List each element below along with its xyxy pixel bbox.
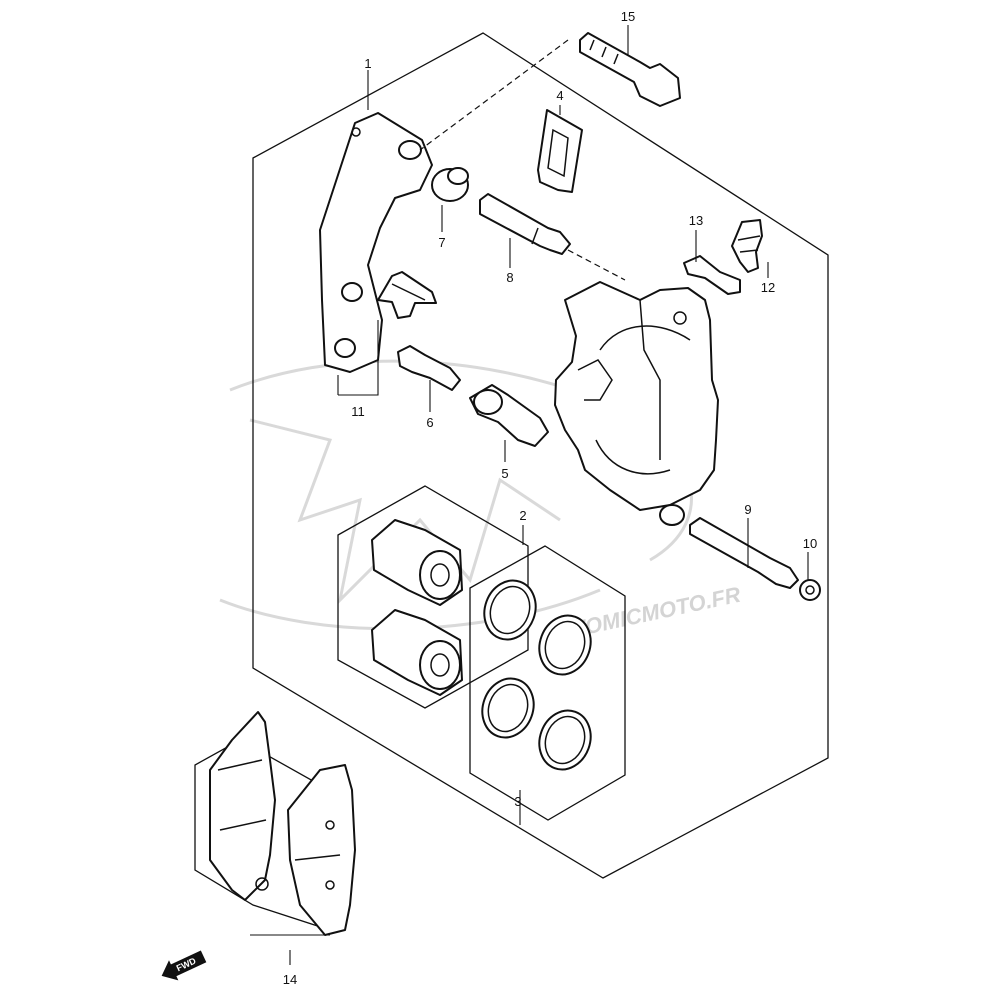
pad-retainer-clip (537, 109, 583, 193)
callout-5: 5 (501, 466, 508, 481)
bleeder-valve (731, 219, 763, 273)
callout-12: 12 (761, 280, 775, 295)
callouts: 1 2 3 4 5 6 7 8 9 10 11 12 13 14 15 (283, 9, 817, 987)
callout-13: 13 (689, 213, 703, 228)
callout-7: 7 (438, 235, 445, 250)
caliper-body (554, 281, 719, 511)
assembly-line-pin (567, 249, 626, 281)
washer (799, 579, 821, 601)
piston-upper (371, 519, 463, 606)
brake-pad-front (209, 711, 276, 901)
brake-pad-rear (287, 764, 356, 936)
callout-6: 6 (426, 415, 433, 430)
callout-1: 1 (364, 56, 371, 71)
slide-pin-upper (479, 193, 571, 255)
caliper-assembly-frame (252, 32, 829, 879)
piston-seals (481, 579, 592, 771)
callout-10: 10 (803, 536, 817, 551)
pin-boot (469, 384, 549, 447)
callout-8: 8 (506, 270, 513, 285)
pad-spring (377, 271, 437, 319)
piston-lower (371, 609, 463, 696)
callout-2: 2 (519, 508, 526, 523)
mounting-bolt (579, 32, 681, 107)
callout-3: 3 (514, 794, 521, 809)
callout-4: 4 (556, 88, 563, 103)
callout-14: 14 (283, 972, 297, 987)
callout-15: 15 (621, 9, 635, 24)
callout-11: 11 (351, 404, 365, 419)
fwd-arrow: FWD (161, 950, 207, 981)
bleeder-cap (683, 255, 741, 295)
piston-group-frame (337, 485, 529, 709)
callout-9: 9 (744, 502, 751, 517)
boot (431, 167, 469, 202)
slide-pin-lower (397, 345, 461, 391)
leader-lines (250, 25, 809, 965)
caliper-bracket (319, 112, 433, 373)
assembly-line-bolt (419, 39, 569, 151)
seal-group-frame (469, 545, 626, 821)
caliper-bolt (659, 504, 799, 589)
